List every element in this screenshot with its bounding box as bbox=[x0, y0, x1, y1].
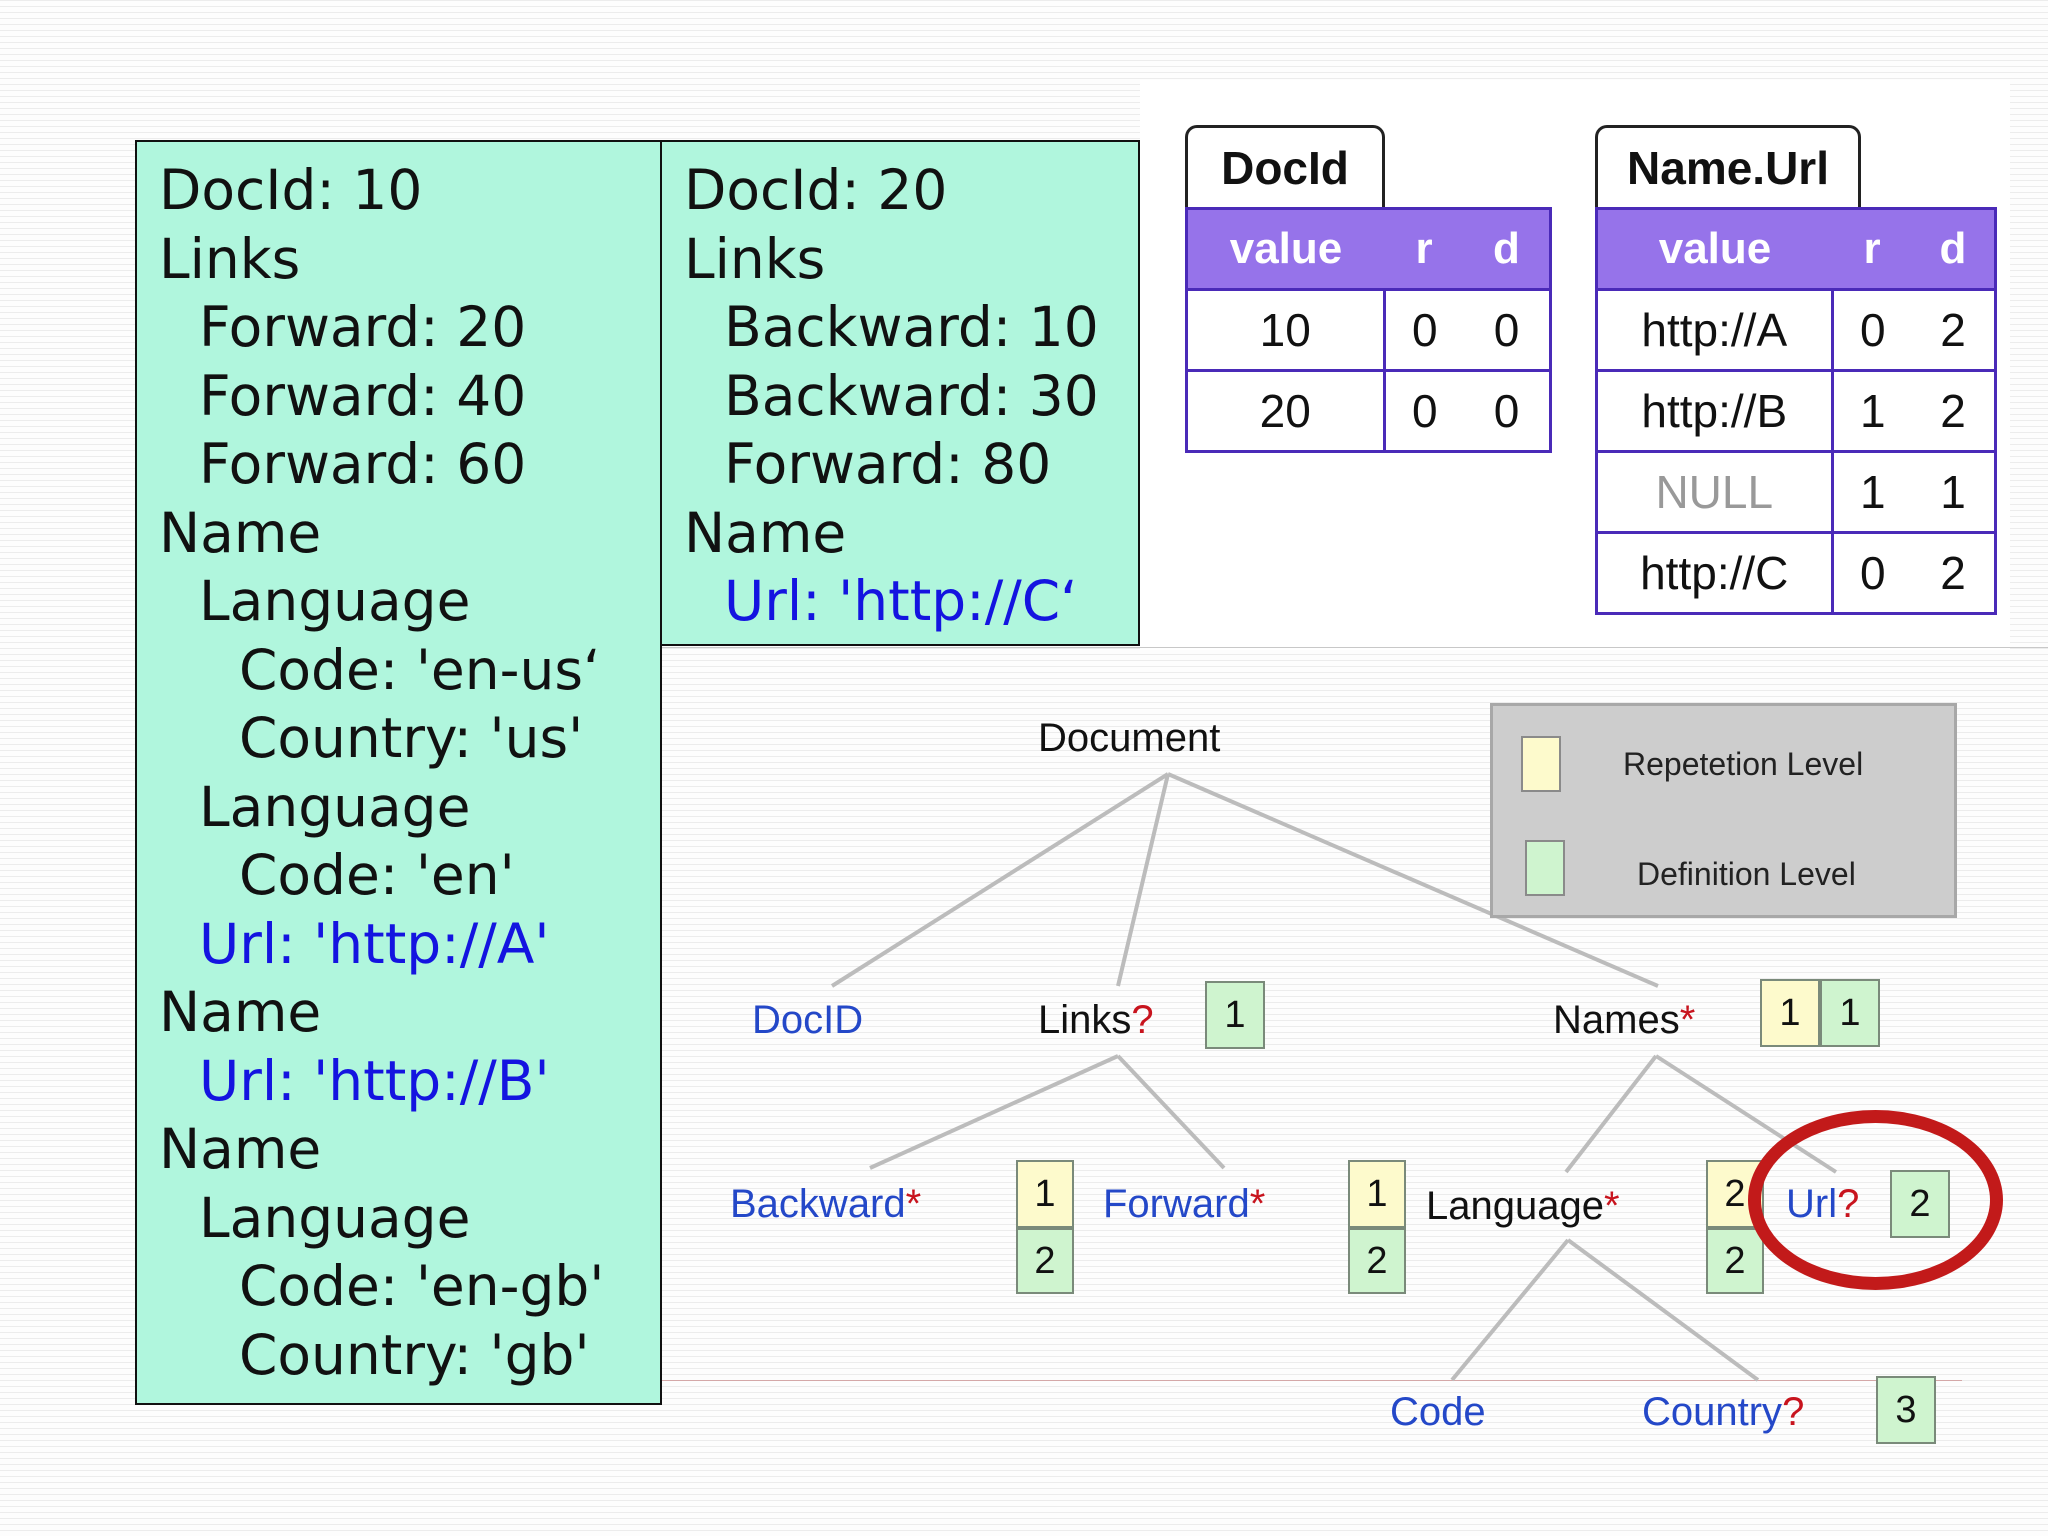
cell-d: 1 bbox=[1912, 450, 1996, 533]
node-names: Names* bbox=[1553, 998, 1696, 1042]
record-line: Name bbox=[159, 1117, 322, 1181]
record-line: Url: 'http://A' bbox=[199, 911, 550, 976]
record-line: Language bbox=[199, 774, 471, 839]
record-line: Name bbox=[159, 980, 322, 1044]
cell-value: http://A bbox=[1596, 288, 1834, 371]
highlight-circle bbox=[1748, 1110, 2003, 1290]
table-row: http://B 1 2 bbox=[1596, 369, 1996, 452]
divider-line bbox=[662, 1380, 1962, 1381]
record-line: Name bbox=[159, 500, 322, 565]
record-line: Backward: 10 bbox=[724, 295, 1099, 359]
edge-links-backward bbox=[869, 1054, 1119, 1170]
edge-language-country bbox=[1566, 1238, 1760, 1382]
column-header-d: d bbox=[1464, 208, 1551, 291]
cell-value: http://C bbox=[1596, 531, 1834, 614]
docid-table: value r d 10 0 0 20 0 0 bbox=[1185, 207, 1552, 453]
edge-document-links bbox=[1116, 773, 1170, 987]
cell-r: 0 bbox=[1384, 369, 1464, 452]
cell-value: 20 bbox=[1186, 369, 1386, 452]
cell-d: 2 bbox=[1912, 531, 1996, 614]
forward-definition-level: 2 bbox=[1348, 1228, 1406, 1294]
country-definition-level: 3 bbox=[1876, 1376, 1936, 1444]
record-line: Forward: 60 bbox=[199, 432, 527, 496]
node-forward: Forward* bbox=[1103, 1182, 1266, 1226]
table-row: http://A 0 2 bbox=[1596, 288, 1996, 371]
definition-level-swatch bbox=[1525, 840, 1565, 896]
links-definition-level: 1 bbox=[1205, 981, 1265, 1049]
record-line: Url: 'http://C‘ bbox=[724, 569, 1078, 633]
node-code: Code bbox=[1390, 1390, 1486, 1434]
record-line: Forward: 40 bbox=[199, 363, 527, 428]
column-header-r: r bbox=[1384, 208, 1464, 291]
record-line: Backward: 30 bbox=[724, 363, 1099, 428]
backward-repetition-level: 1 bbox=[1016, 1160, 1074, 1228]
table-row: NULL 1 1 bbox=[1596, 450, 1996, 533]
cell-value: 10 bbox=[1186, 288, 1386, 371]
docid-table-title: DocId bbox=[1185, 125, 1385, 207]
record-line: Language bbox=[199, 569, 471, 633]
column-header-value: value bbox=[1596, 208, 1832, 291]
edge-document-docid bbox=[830, 772, 1170, 988]
cell-d: 2 bbox=[1912, 288, 1996, 371]
table-row: http://C 0 2 bbox=[1596, 531, 1996, 614]
node-docid: DocID bbox=[752, 998, 864, 1042]
record-line: Forward: 20 bbox=[199, 295, 527, 359]
record-line: Code: 'en-gb' bbox=[239, 1254, 605, 1318]
cell-d: 0 bbox=[1464, 288, 1551, 371]
table-header-row: value r d bbox=[1186, 208, 1551, 291]
language-definition-level: 2 bbox=[1706, 1228, 1764, 1294]
node-language: Language* bbox=[1426, 1184, 1620, 1228]
backward-definition-level: 2 bbox=[1016, 1228, 1074, 1294]
node-links: Links? bbox=[1038, 998, 1154, 1042]
forward-repetition-level: 1 bbox=[1348, 1160, 1406, 1228]
edge-names-language bbox=[1564, 1054, 1658, 1174]
edge-document-names bbox=[1167, 772, 1659, 988]
column-tables-panel: DocId value r d 10 0 0 20 0 0 bbox=[1140, 80, 2010, 650]
record-line: Url: 'http://B' bbox=[199, 1048, 550, 1113]
cell-r: 0 bbox=[1384, 288, 1464, 371]
node-document: Document bbox=[1038, 716, 1221, 760]
edge-links-forward bbox=[1116, 1054, 1226, 1170]
column-header-d: d bbox=[1912, 208, 1996, 291]
cell-value: NULL bbox=[1596, 450, 1834, 533]
record-line: Forward: 80 bbox=[724, 432, 1052, 496]
name-url-table: value r d http://A 0 2 http://B 1 2 NULL bbox=[1595, 207, 1997, 615]
cell-r: 0 bbox=[1832, 288, 1912, 371]
record-line: Name bbox=[684, 500, 847, 565]
node-country: Country? bbox=[1642, 1390, 1805, 1434]
record-line: Country: 'us' bbox=[239, 706, 584, 770]
cell-r: 1 bbox=[1832, 450, 1912, 533]
table-row: 10 0 0 bbox=[1186, 288, 1551, 371]
legend: Repetetion Level Definition Level bbox=[1490, 703, 1957, 918]
cell-r: 1 bbox=[1832, 369, 1912, 452]
table-row: 20 0 0 bbox=[1186, 369, 1551, 452]
cell-d: 0 bbox=[1464, 369, 1551, 452]
record-line: DocId: 20 bbox=[684, 158, 948, 222]
repetition-level-label: Repetetion Level bbox=[1623, 746, 1864, 782]
record-line: Links bbox=[159, 226, 301, 291]
definition-level-label: Definition Level bbox=[1637, 856, 1856, 892]
cell-d: 2 bbox=[1912, 369, 1996, 452]
record-line: Links bbox=[684, 226, 826, 291]
names-definition-level: 1 bbox=[1820, 979, 1880, 1047]
repetition-level-swatch bbox=[1521, 736, 1561, 792]
column-header-r: r bbox=[1832, 208, 1912, 291]
name-url-table-title: Name.Url bbox=[1595, 125, 1861, 207]
column-header-value: value bbox=[1186, 208, 1384, 291]
record-line: Language bbox=[199, 1185, 471, 1250]
divider-line bbox=[662, 647, 2048, 648]
record-line: Code: 'en' bbox=[239, 843, 515, 907]
record-line: Code: 'en-us‘ bbox=[239, 637, 601, 702]
cell-value: http://B bbox=[1596, 369, 1834, 452]
names-repetition-level: 1 bbox=[1760, 979, 1820, 1047]
cell-r: 0 bbox=[1832, 531, 1912, 614]
node-backward: Backward* bbox=[730, 1182, 922, 1226]
record-line: Country: 'gb' bbox=[239, 1322, 590, 1387]
record-line: DocId: 10 bbox=[159, 158, 423, 222]
edge-language-code bbox=[1450, 1238, 1570, 1382]
table-header-row: value r d bbox=[1596, 208, 1996, 291]
